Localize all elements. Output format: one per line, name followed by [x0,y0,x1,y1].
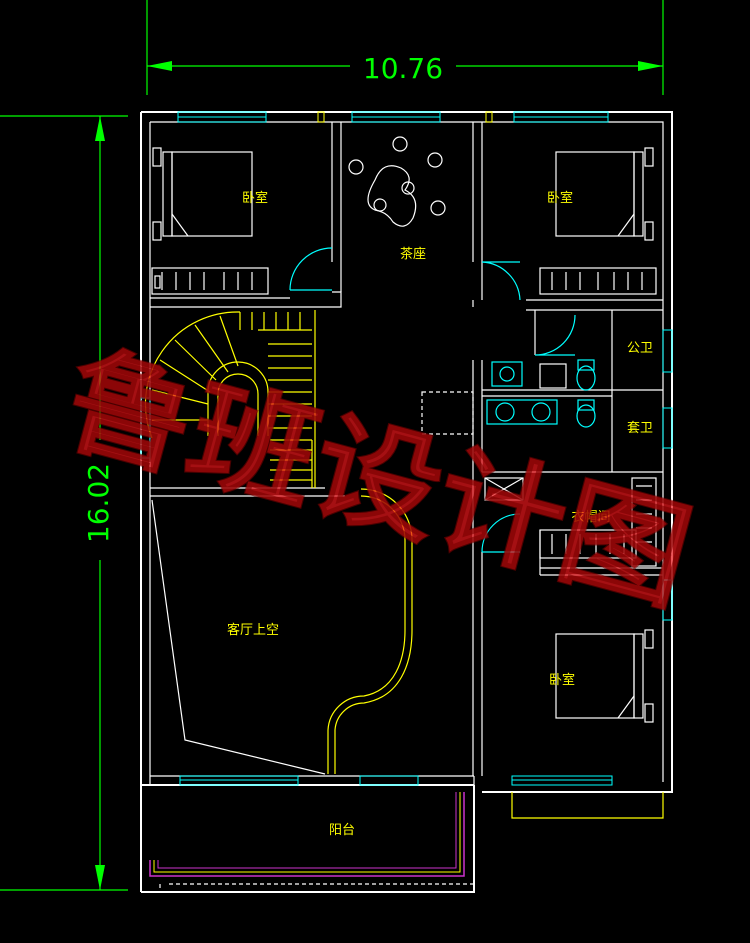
windows [140,111,673,786]
interior-walls [150,122,663,776]
height-dimension: 16.02 [0,115,128,891]
bedroom-top-left: 卧室 [151,147,333,295]
room-label-wardrobe: 衣帽间 [571,509,610,525]
watermark-text: 鲁班设计图 [51,329,705,628]
room-label-bedroom: 卧室 [549,672,575,688]
arrow-right-icon [638,61,663,71]
wardrobe-closet [539,267,657,295]
staircase [144,310,316,488]
room-label-ensuite-bath: 套卫 [627,420,653,436]
ensuite-bath: 套卫 [421,391,653,436]
bedroom-top-right: 卧室 [539,147,657,295]
living-void: 客厅上空 [151,488,413,775]
balcony: 阳台 [149,792,474,892]
tea-room: 茶座 [348,136,521,301]
room-label-living-void: 客厅上空 [227,622,279,638]
width-dimension: 10.76 [146,0,664,95]
arrow-down-icon [95,865,105,890]
room-label-public-bath: 公卫 [627,341,653,356]
width-dimension-label: 10.76 [363,52,443,85]
wardrobe-closet [151,267,269,295]
watermark: 鲁班设计图 [50,328,706,629]
room-label-tea-room: 茶座 [400,246,426,262]
height-dimension-label: 16.02 [82,463,115,543]
room-label-bedroom: 卧室 [547,190,573,206]
public-bath: 公卫 [491,314,653,391]
room-label-bedroom: 卧室 [242,190,268,206]
wardrobe-room: 衣帽间 [481,477,657,567]
room-label-balcony: 阳台 [329,823,355,838]
bedroom-bottom-right: 卧室 [511,629,664,819]
arrow-up-icon [95,116,105,141]
arrow-left-icon [147,61,172,71]
